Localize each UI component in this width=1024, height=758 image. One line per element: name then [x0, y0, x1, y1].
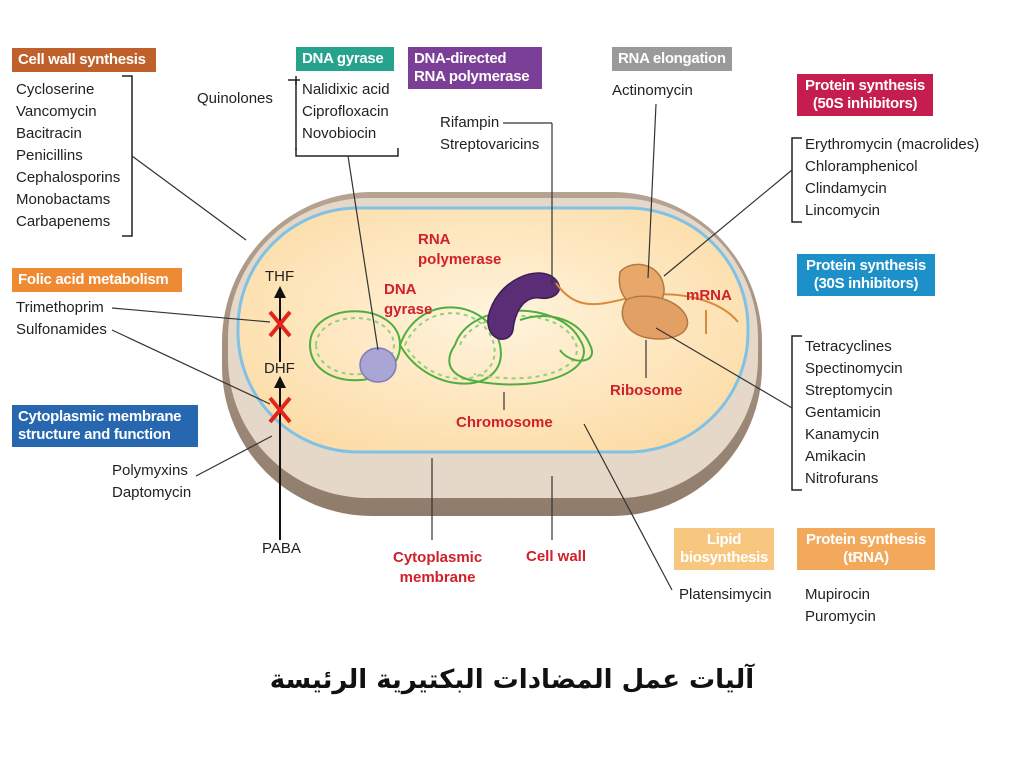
- box-title-line: Protein synthesis: [805, 77, 925, 94]
- label-line: polymerase: [418, 251, 502, 268]
- box-title-line: biosynthesis: [680, 549, 769, 566]
- drug-item: Platensimycin: [679, 586, 772, 603]
- cell-wall-synthesis-box: Cell wall synthesis: [12, 48, 156, 72]
- drug-item: Rifampin: [440, 114, 500, 131]
- dna-gyrase-drug-list: Nalidixic acid Ciprofloxacin Novobiocin: [302, 79, 390, 145]
- rna-polymerase-box: DNA-directed RNA polymerase: [408, 47, 542, 89]
- chromosome-label: Chromosome: [456, 414, 553, 431]
- drug-item: Monobactams: [16, 191, 111, 208]
- dna-gyrase-enzyme: [359, 347, 397, 383]
- cytoplasmic-membrane-label: Cytoplasmic membrane: [393, 548, 482, 588]
- membrane-drug-list: Polymyxins Daptomycin: [112, 460, 191, 504]
- drug-item: Kanamycin: [805, 426, 880, 443]
- block-x-dhf: [268, 396, 292, 424]
- protein-30s-drug-list: Tetracyclines Spectinomycin Streptomycin…: [805, 336, 903, 490]
- label-line: gyrase: [384, 301, 433, 318]
- label-line: Cytoplasmic: [393, 549, 483, 566]
- cell-wall-label: Cell wall: [526, 548, 587, 565]
- drug-item: Spectinomycin: [805, 360, 903, 377]
- ribosome-label: Ribosome: [610, 382, 683, 399]
- drug-item: Actinomycin: [612, 82, 693, 99]
- drug-item: Chloramphenicol: [805, 158, 918, 175]
- box-title-line: Protein synthesis: [806, 531, 926, 548]
- drug-item: Carbapenems: [16, 213, 111, 230]
- rna-polymerase-label: RNA polymerase: [418, 230, 501, 270]
- drug-item: Trimethoprim: [16, 299, 104, 316]
- box-title-line: RNA polymerase: [414, 68, 530, 85]
- drug-item: Nalidixic acid: [302, 81, 390, 98]
- drug-item: Tetracyclines: [805, 338, 892, 355]
- protein-trna-box: Protein synthesis (tRNA): [797, 528, 935, 570]
- cell-wall-drug-list: Cycloserine Vancomycin Bacitracin Penici…: [16, 79, 120, 233]
- box-title-line: Lipid: [706, 531, 742, 548]
- ribosome: [618, 263, 689, 340]
- dna-gyrase-box: DNA gyrase: [296, 47, 394, 71]
- dna-gyrase-label: DNA gyrase: [384, 280, 432, 320]
- chromosome: [308, 306, 593, 386]
- drug-item: Polymyxins: [112, 462, 188, 479]
- leader-lines: [111, 103, 793, 591]
- drug-item: Amikacin: [805, 448, 866, 465]
- trna-drug-list: Mupirocin Puromycin: [805, 584, 876, 628]
- drug-item: Cycloserine: [16, 81, 95, 98]
- drug-item: Puromycin: [805, 608, 876, 625]
- block-x-thf: [268, 310, 292, 338]
- thf-label: THF: [265, 268, 295, 285]
- drug-item: Cephalosporins: [16, 169, 121, 186]
- label-line: RNA: [418, 231, 451, 248]
- quinolones-label: Quinolones: [197, 90, 273, 107]
- paba-label: PABA: [262, 540, 301, 557]
- drug-item: Lincomycin: [805, 202, 881, 219]
- drug-item: Daptomycin: [112, 484, 192, 501]
- protein-30s-box: Protein synthesis (30S inhibitors): [797, 254, 935, 296]
- box-title-line: (50S inhibitors): [812, 95, 918, 112]
- drug-item: Streptomycin: [805, 382, 893, 399]
- drug-item: Streptovaricins: [440, 136, 540, 153]
- box-title-line: DNA-directed: [414, 50, 507, 67]
- drug-item: Ciprofloxacin: [302, 103, 389, 120]
- mrna-label: mRNA: [686, 287, 732, 304]
- folic-acid-box: Folic acid metabolism: [12, 268, 182, 292]
- lipid-drug-list: Platensimycin: [679, 584, 772, 606]
- lipid-biosynthesis-box: Lipid biosynthesis: [674, 528, 774, 570]
- drug-item: Erythromycin (macrolides): [805, 136, 980, 153]
- box-title-line: (30S inhibitors): [813, 275, 919, 292]
- drug-item: Gentamicin: [805, 404, 881, 421]
- box-title-line: Protein synthesis: [806, 257, 926, 274]
- drug-item: Nitrofurans: [805, 470, 879, 487]
- dhf-label: DHF: [264, 360, 295, 377]
- protein-50s-box: Protein synthesis (50S inhibitors): [797, 74, 933, 116]
- label-line: membrane: [399, 569, 476, 586]
- drug-item: Novobiocin: [302, 125, 377, 142]
- drug-item: Vancomycin: [16, 103, 97, 120]
- drug-item: Mupirocin: [805, 586, 871, 603]
- rna-elongation-box: RNA elongation: [612, 47, 732, 71]
- box-title-line: Cytoplasmic membrane: [18, 408, 182, 425]
- rna-elongation-drug-list: Actinomycin: [612, 80, 693, 102]
- protein-50s-drug-list: Erythromycin (macrolides) Chloramphenico…: [805, 134, 979, 222]
- folic-acid-drug-list: Trimethoprim Sulfonamides: [16, 297, 107, 341]
- drug-item: Penicillins: [16, 147, 83, 164]
- drug-item: Clindamycin: [805, 180, 887, 197]
- membrane-function-box: Cytoplasmic membrane structure and funct…: [12, 405, 198, 447]
- page-caption: آليات عمل المضادات البكتيرية الرئيسة: [269, 665, 755, 695]
- box-title-line: structure and function: [18, 426, 171, 443]
- box-title-line: (tRNA): [843, 549, 889, 566]
- rna-polymerase-enzyme: [487, 272, 561, 340]
- drug-item: Sulfonamides: [16, 321, 107, 338]
- label-line: DNA: [384, 281, 417, 298]
- drug-item: Bacitracin: [16, 125, 82, 142]
- rna-polymerase-drug-list: Rifampin Streptovaricins: [440, 112, 539, 156]
